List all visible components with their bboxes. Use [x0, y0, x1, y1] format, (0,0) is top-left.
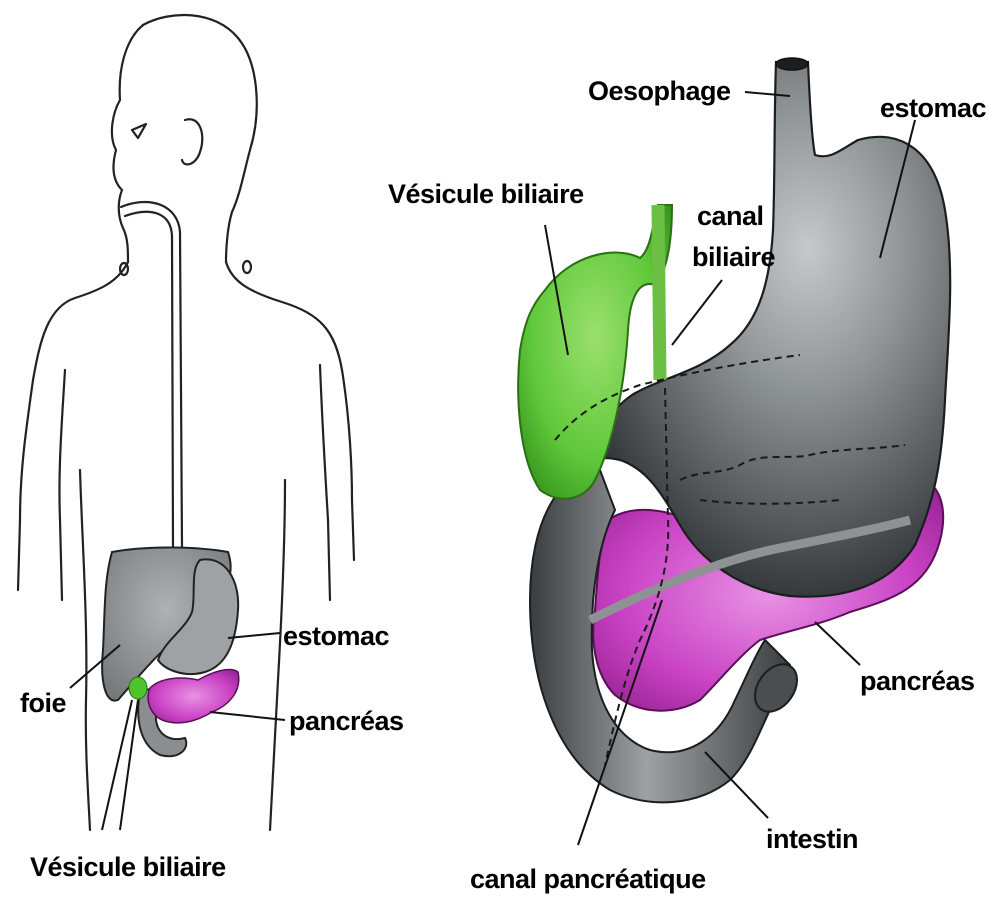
label-estomac-right: estomac: [880, 93, 987, 123]
label-pancreas-left: pancréas: [289, 706, 404, 736]
bile-duct: [658, 205, 660, 380]
label-vesicule-left: Vésicule biliaire: [30, 852, 226, 882]
label-pancreas-right: pancréas: [860, 666, 975, 696]
left-figure: foie estomac pancréas Vésicule biliaire: [18, 15, 404, 882]
label-estomac-left: estomac: [283, 621, 390, 651]
label-canal-biliaire-line1: canal: [697, 201, 764, 231]
right-figure: Oesophage estomac Vésicule biliaire cana…: [388, 58, 987, 894]
small-gallbladder-shape: [129, 677, 147, 699]
label-vesicule-right: Vésicule biliaire: [388, 179, 584, 209]
label-foie: foie: [20, 688, 66, 718]
label-canal-pancreatique: canal pancréatique: [470, 864, 706, 894]
label-canal-biliaire-line2: biliaire: [692, 242, 776, 272]
label-intestin: intestin: [766, 824, 858, 854]
esophagus-top: [776, 58, 808, 70]
small-pancreas-shape: [148, 670, 239, 723]
label-oesophage: Oesophage: [588, 76, 731, 106]
